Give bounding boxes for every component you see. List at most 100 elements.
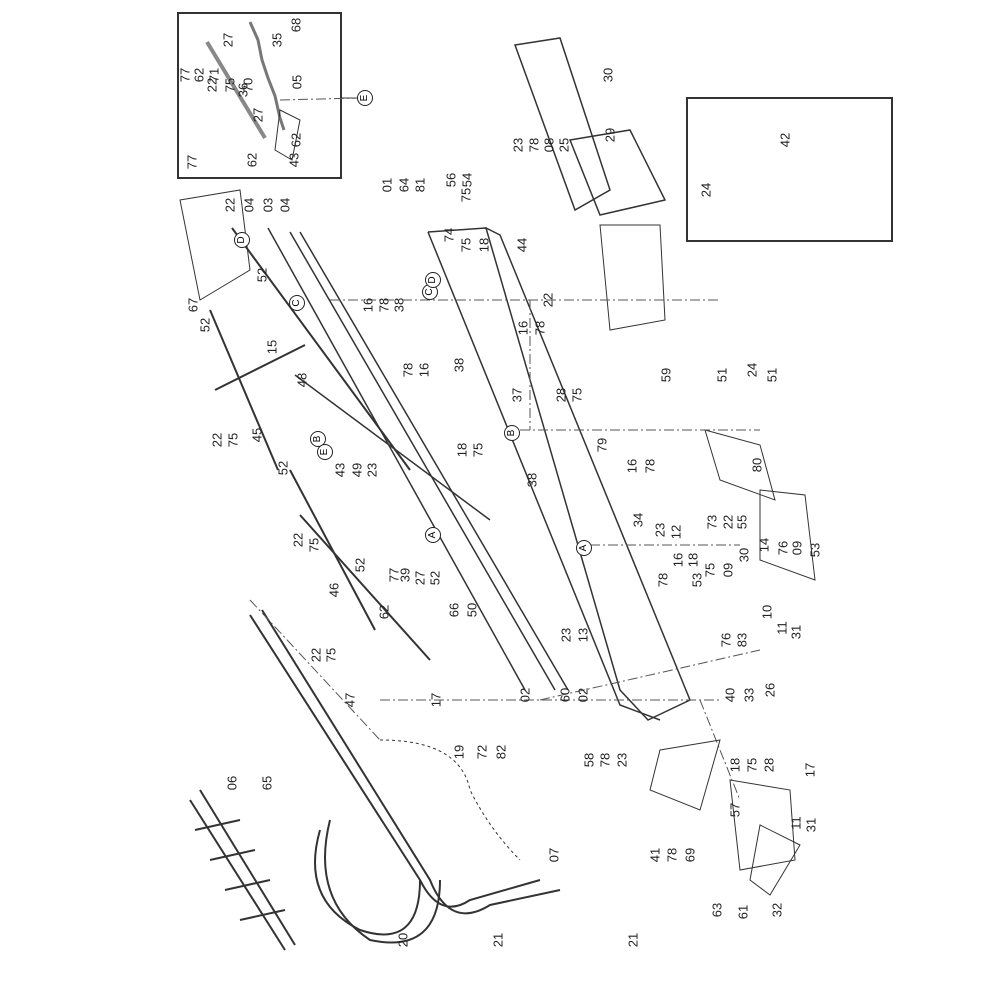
part-callout-22[interactable]: 22 bbox=[720, 514, 736, 530]
part-callout-28[interactable]: 28 bbox=[553, 387, 569, 403]
part-callout-75[interactable]: 75 bbox=[702, 562, 718, 578]
part-callout-19[interactable]: 19 bbox=[451, 744, 467, 760]
part-callout-20[interactable]: 20 bbox=[395, 932, 411, 948]
detail-reference-D[interactable]: D bbox=[234, 232, 250, 248]
part-callout-82[interactable]: 82 bbox=[493, 744, 509, 760]
part-callout-41[interactable]: 41 bbox=[647, 847, 663, 863]
part-callout-06[interactable]: 06 bbox=[224, 775, 240, 791]
part-callout-38[interactable]: 38 bbox=[451, 357, 467, 373]
detail-reference-D[interactable]: D bbox=[425, 272, 441, 288]
part-callout-57[interactable]: 57 bbox=[727, 802, 743, 818]
part-callout-54[interactable]: 54 bbox=[459, 172, 475, 188]
part-callout-40[interactable]: 40 bbox=[722, 687, 738, 703]
part-callout-34[interactable]: 34 bbox=[630, 512, 646, 528]
part-callout-68[interactable]: 68 bbox=[288, 17, 304, 33]
part-callout-07[interactable]: 07 bbox=[546, 847, 562, 863]
part-callout-77[interactable]: 77 bbox=[184, 154, 200, 170]
part-callout-12[interactable]: 12 bbox=[668, 524, 684, 540]
part-callout-22[interactable]: 22 bbox=[540, 292, 556, 308]
part-callout-62[interactable]: 62 bbox=[288, 132, 304, 148]
part-callout-56[interactable]: 56 bbox=[443, 172, 459, 188]
part-callout-24[interactable]: 24 bbox=[698, 182, 714, 198]
part-callout-64[interactable]: 64 bbox=[396, 177, 412, 193]
part-callout-78[interactable]: 78 bbox=[642, 458, 658, 474]
part-callout-66[interactable]: 66 bbox=[446, 602, 462, 618]
part-callout-78[interactable]: 78 bbox=[597, 752, 613, 768]
part-callout-23[interactable]: 23 bbox=[652, 522, 668, 538]
part-callout-52[interactable]: 52 bbox=[275, 460, 291, 476]
part-callout-17[interactable]: 17 bbox=[802, 762, 818, 778]
part-callout-81[interactable]: 81 bbox=[412, 177, 428, 193]
part-callout-45[interactable]: 45 bbox=[249, 427, 265, 443]
part-callout-58[interactable]: 58 bbox=[581, 752, 597, 768]
part-callout-02[interactable]: 02 bbox=[575, 687, 591, 703]
part-callout-75[interactable]: 75 bbox=[225, 432, 241, 448]
part-callout-74[interactable]: 74 bbox=[441, 227, 457, 243]
part-callout-09[interactable]: 09 bbox=[720, 562, 736, 578]
part-callout-52[interactable]: 52 bbox=[427, 570, 443, 586]
part-callout-52[interactable]: 52 bbox=[254, 267, 270, 283]
part-callout-02[interactable]: 02 bbox=[517, 687, 533, 703]
part-callout-65[interactable]: 65 bbox=[259, 775, 275, 791]
part-callout-23[interactable]: 23 bbox=[510, 137, 526, 153]
part-callout-11[interactable]: 11 bbox=[788, 816, 804, 830]
part-callout-22[interactable]: 22 bbox=[222, 197, 238, 213]
part-callout-27[interactable]: 27 bbox=[250, 107, 266, 123]
part-callout-47[interactable]: 47 bbox=[342, 692, 358, 708]
part-callout-16[interactable]: 16 bbox=[360, 297, 376, 313]
part-callout-16[interactable]: 16 bbox=[416, 362, 432, 378]
part-callout-75[interactable]: 75 bbox=[744, 757, 760, 773]
part-callout-43[interactable]: 43 bbox=[286, 152, 302, 168]
part-callout-71[interactable]: 71 bbox=[206, 67, 222, 83]
part-callout-04[interactable]: 04 bbox=[277, 197, 293, 213]
part-callout-72[interactable]: 72 bbox=[474, 744, 490, 760]
part-callout-63[interactable]: 63 bbox=[709, 902, 725, 918]
part-callout-76[interactable]: 76 bbox=[775, 540, 791, 556]
part-callout-55[interactable]: 55 bbox=[734, 514, 750, 530]
part-callout-80[interactable]: 80 bbox=[749, 457, 765, 473]
detail-reference-A[interactable]: A bbox=[576, 540, 592, 556]
detail-reference-E[interactable]: E bbox=[317, 444, 333, 460]
part-callout-78[interactable]: 78 bbox=[526, 137, 542, 153]
part-callout-75[interactable]: 75 bbox=[306, 537, 322, 553]
part-callout-49[interactable]: 49 bbox=[349, 462, 365, 478]
detail-reference-C[interactable]: C bbox=[289, 295, 305, 311]
part-callout-62[interactable]: 62 bbox=[244, 152, 260, 168]
part-callout-11[interactable]: 11 bbox=[774, 621, 790, 635]
part-callout-51[interactable]: 51 bbox=[764, 367, 780, 383]
part-callout-50[interactable]: 50 bbox=[464, 602, 480, 618]
part-callout-44[interactable]: 44 bbox=[514, 237, 530, 253]
part-callout-32[interactable]: 32 bbox=[769, 902, 785, 918]
part-callout-38[interactable]: 38 bbox=[524, 472, 540, 488]
part-callout-46[interactable]: 46 bbox=[326, 582, 342, 598]
part-callout-24[interactable]: 24 bbox=[744, 362, 760, 378]
part-callout-75[interactable]: 75 bbox=[470, 442, 486, 458]
part-callout-05[interactable]: 05 bbox=[289, 74, 305, 90]
part-callout-23[interactable]: 23 bbox=[558, 627, 574, 643]
part-callout-22[interactable]: 22 bbox=[308, 647, 324, 663]
part-callout-30[interactable]: 30 bbox=[600, 67, 616, 83]
part-callout-33[interactable]: 33 bbox=[741, 687, 757, 703]
part-callout-21[interactable]: 21 bbox=[490, 932, 506, 948]
part-callout-31[interactable]: 31 bbox=[803, 817, 819, 833]
part-callout-04[interactable]: 04 bbox=[241, 197, 257, 213]
part-callout-16[interactable]: 16 bbox=[515, 320, 531, 336]
part-callout-08[interactable]: 08 bbox=[541, 137, 557, 153]
part-callout-25[interactable]: 25 bbox=[556, 137, 572, 153]
part-callout-42[interactable]: 42 bbox=[777, 132, 793, 148]
part-callout-14[interactable]: 14 bbox=[756, 537, 772, 553]
detail-reference-A[interactable]: A bbox=[425, 527, 441, 543]
part-callout-52[interactable]: 52 bbox=[197, 317, 213, 333]
part-callout-26[interactable]: 26 bbox=[762, 682, 778, 698]
part-callout-21[interactable]: 21 bbox=[625, 932, 641, 948]
part-callout-62[interactable]: 62 bbox=[191, 67, 207, 83]
part-callout-38[interactable]: 38 bbox=[391, 297, 407, 313]
part-callout-78[interactable]: 78 bbox=[532, 320, 548, 336]
part-callout-53[interactable]: 53 bbox=[807, 542, 823, 558]
part-callout-52[interactable]: 52 bbox=[352, 557, 368, 573]
part-callout-75[interactable]: 75 bbox=[323, 647, 339, 663]
part-callout-83[interactable]: 83 bbox=[734, 632, 750, 648]
detail-reference-E[interactable]: E bbox=[357, 90, 373, 106]
part-callout-51[interactable]: 51 bbox=[714, 367, 730, 383]
part-callout-23[interactable]: 23 bbox=[364, 462, 380, 478]
